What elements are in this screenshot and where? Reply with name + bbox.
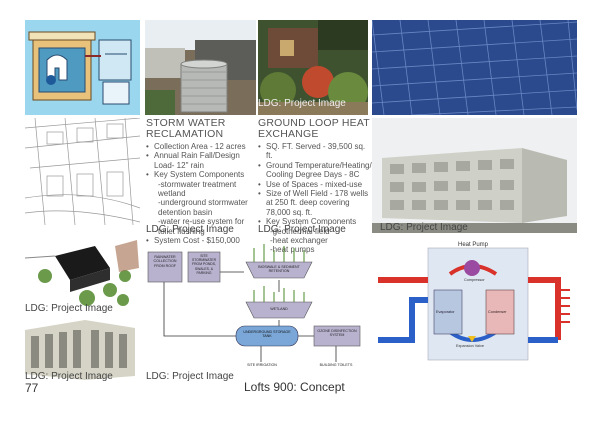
ground-loop-section: GROUND LOOP HEAT EXCHANGE SQ. FT. Served…: [258, 118, 372, 255]
storm-water-item: Collection Area - 12 acres: [146, 142, 258, 152]
ground-loop-item: Use of Spaces - mixed-use: [258, 180, 372, 190]
storm-water-subitem: -stormwater treatment wetland: [158, 179, 237, 199]
ground-loop-subitem: -heat pumps: [270, 245, 315, 255]
rainwater-box-label: RAINWATER COLLECTION FROM ROOF: [153, 255, 177, 268]
building-render-caption: LDG: Project Image: [380, 222, 468, 233]
ozone-box-label: OZONE DISINFECTION SYSTEM: [317, 329, 357, 338]
site-stormwater-box-label: SITE STORMWATER FROM PONDS, SWALES, & PA…: [191, 254, 217, 275]
page-number: 77: [25, 381, 39, 395]
storage-tank-label: UNDERGROUND STORAGE TANK: [243, 330, 291, 339]
ground-loop-subitem: -heat exchanger: [270, 236, 328, 246]
storm-water-subitem: -underground stormwater detention basin: [158, 198, 248, 217]
storm-water-section: STORM WATER RECLAMATION Collection Area …: [146, 117, 258, 246]
storm-water-item: Key System Components: [146, 170, 258, 180]
ground-loop-list: SQ. FT. Served - 39,500 sq. ft. Ground T…: [258, 142, 372, 255]
ground-loop-caption: LDG: Project Image: [258, 224, 346, 235]
garden-photo-image: LDG: Project Image: [258, 20, 368, 115]
storm-water-item: System Cost - $150,000: [146, 236, 258, 246]
ground-loop-subitem: -geothermal field: [270, 226, 330, 236]
building-render-image: [372, 118, 577, 233]
evaporator-label: Evaporator: [436, 310, 455, 314]
ground-loop-item: Size of Well Field - 178 wells at 250 ft…: [258, 189, 372, 217]
building-model-image: [25, 318, 140, 380]
storm-water-subitem: -water re-use system for toilet flushing: [158, 217, 245, 236]
aerial-model-caption: LDG: Project Image: [25, 303, 113, 314]
condenser-label: Condenser: [488, 310, 507, 314]
rain-tank-photo-image: [145, 20, 256, 115]
bioswale-box-label: BIOSWALE & SEDIMENT RETENTION: [258, 265, 300, 273]
flow-diagram-caption: LDG: Project Image: [146, 371, 234, 382]
building-toilets-label: BUILDING TOILETS: [319, 363, 353, 367]
heat-pump-diagram: Heat Pump Compressor Evaporator Condense…: [372, 240, 577, 370]
aerial-model-image: [25, 228, 140, 313]
concept-title: Lofts 900: Concept: [244, 380, 345, 394]
solar-panel-photo-image: [372, 20, 577, 115]
site-plan-image: [25, 118, 140, 225]
wetland-box-label: WETLAND: [270, 307, 288, 311]
ground-loop-item: Ground Temperature/Heating/ Cooling Degr…: [258, 161, 372, 180]
storm-water-caption: LDG: Project Image: [146, 224, 234, 235]
heat-pump-title: Heat Pump: [458, 242, 489, 248]
building-model-caption: LDG: Project Image: [25, 371, 113, 382]
site-irrigation-label: SITE IRRIGATION: [247, 363, 277, 367]
expansion-valve-label: Expansion Valve: [456, 344, 485, 348]
storm-water-title: STORM WATER RECLAMATION: [146, 117, 226, 140]
storm-water-list: Collection Area - 12 acres Annual Rain F…: [146, 142, 258, 246]
compressor-label: Compressor: [464, 278, 485, 282]
ground-loop-item: Key System Components: [258, 217, 372, 227]
ground-loop-title: GROUND LOOP HEAT EXCHANGE: [258, 117, 370, 140]
storm-water-item: Annual Rain Fall/Design Load- 12" rain: [146, 151, 258, 170]
stormwater-flow-diagram: RAINWATER COLLECTION FROM ROOF SITE STOR…: [146, 240, 368, 368]
garden-photo-caption: LDG: Project Image: [258, 98, 346, 109]
ground-loop-item: SQ. FT. Served - 39,500 sq. ft.: [258, 142, 372, 161]
sink-illustration-image: [25, 20, 140, 115]
